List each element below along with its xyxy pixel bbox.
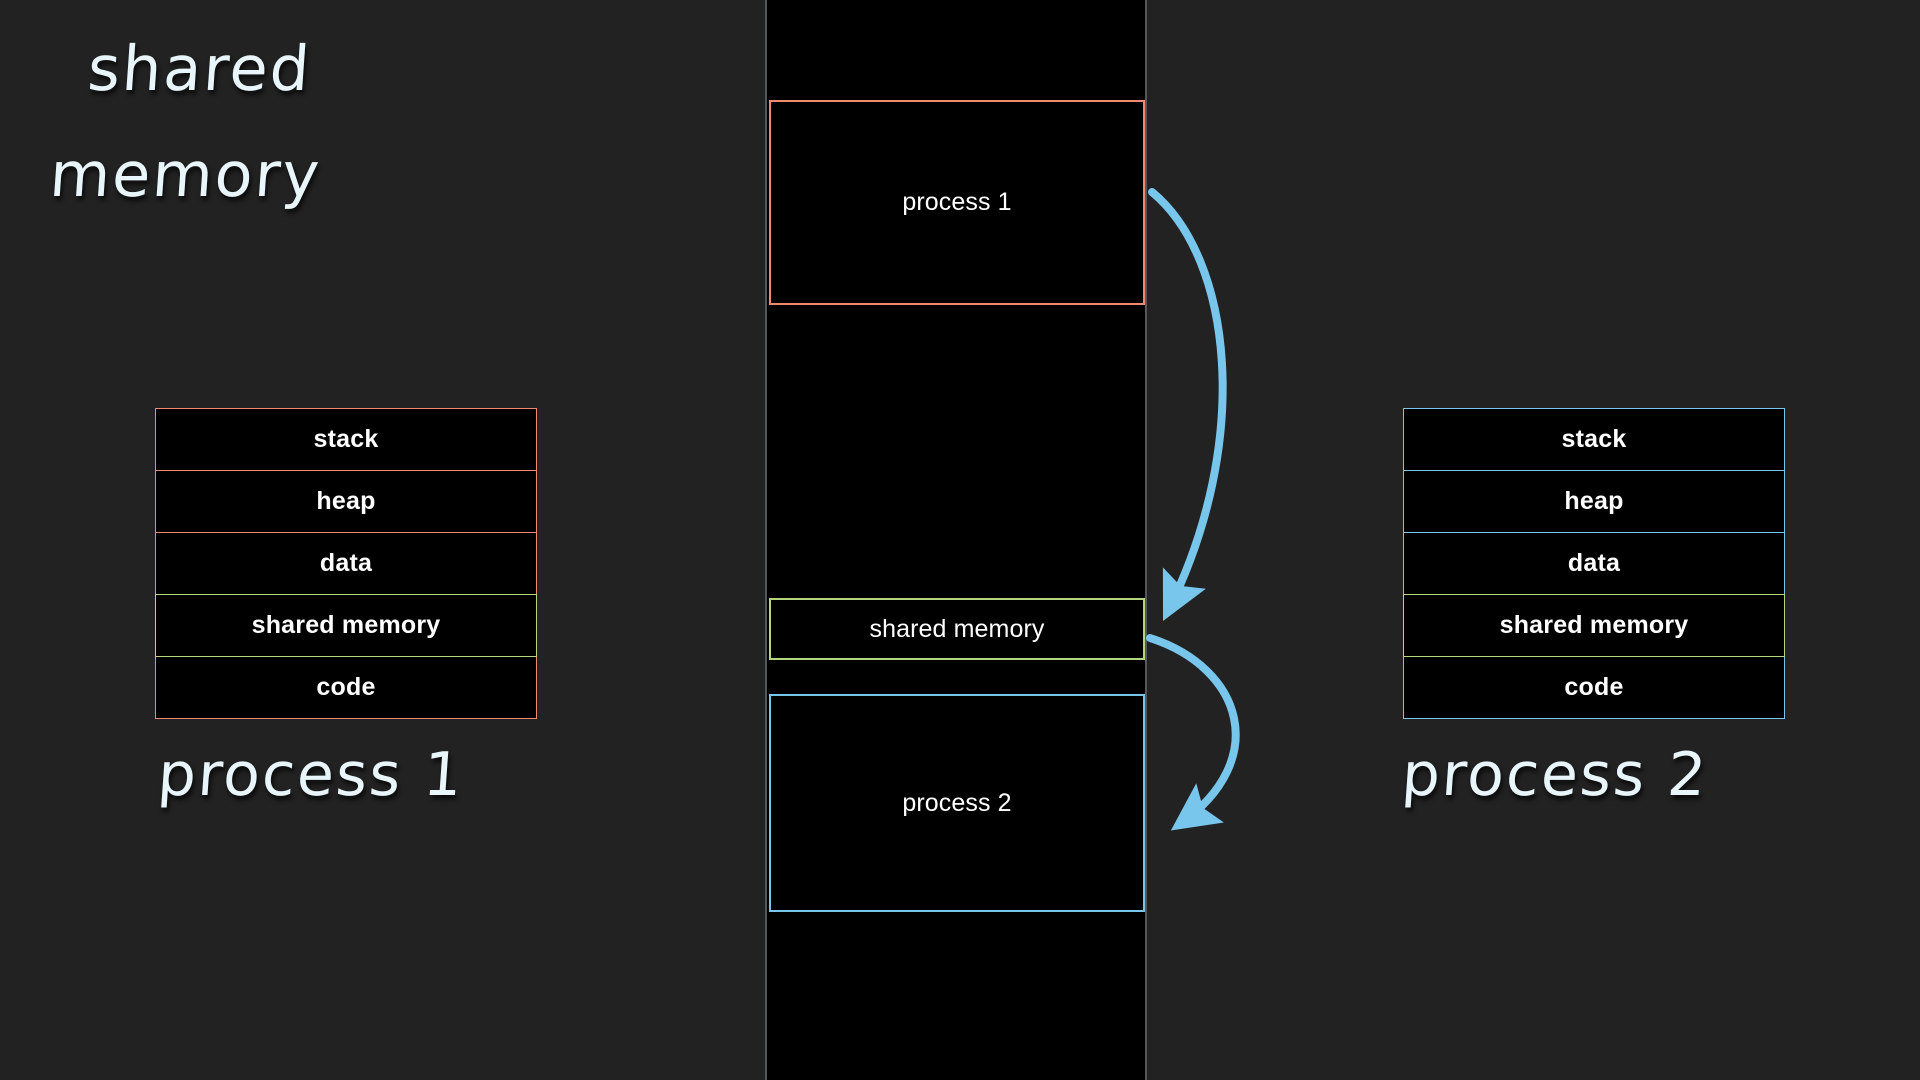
memory-block-process-1: process 1 xyxy=(769,100,1145,305)
segment-label: shared memory xyxy=(251,611,441,639)
segment-label: shared memory xyxy=(1499,611,1689,639)
diagram-title-line-2: memory xyxy=(47,138,324,211)
memory-block-label: process 1 xyxy=(902,188,1012,216)
memory-block-label: process 2 xyxy=(902,788,1012,817)
segment-label: data xyxy=(319,549,373,577)
segment-heap: heap xyxy=(155,470,537,533)
segment-label: stack xyxy=(1561,425,1627,453)
segment-shared-memory: shared memory xyxy=(1403,594,1785,657)
segment-data: data xyxy=(155,532,537,595)
diagram-title-line-1: shared xyxy=(85,32,314,105)
memory-block-process-2: process 2 xyxy=(769,694,1145,912)
segment-code: code xyxy=(155,656,537,719)
arrow-process-1-to-shared-memory xyxy=(1148,188,1227,622)
segment-heap: heap xyxy=(1403,470,1785,533)
segment-label: heap xyxy=(316,487,376,515)
segment-label: heap xyxy=(1564,487,1624,515)
segment-label: code xyxy=(316,673,376,701)
process-1-memory-layout: stack heap data shared memory code xyxy=(155,408,537,719)
process-2-caption: process 2 xyxy=(1399,740,1711,810)
segment-code: code xyxy=(1403,656,1785,719)
arrow-shared-memory-to-process-2 xyxy=(1146,634,1240,831)
segment-shared-memory: shared memory xyxy=(155,594,537,657)
physical-memory-column: process 1 shared memory process 2 xyxy=(765,0,1147,1080)
segment-data: data xyxy=(1403,532,1785,595)
segment-label: code xyxy=(1564,673,1624,701)
segment-stack: stack xyxy=(155,408,537,471)
memory-block-label: shared memory xyxy=(869,614,1045,643)
memory-block-shared-memory: shared memory xyxy=(769,598,1145,660)
process-2-memory-layout: stack heap data shared memory code xyxy=(1403,408,1785,719)
segment-label: stack xyxy=(313,425,379,453)
segment-label: data xyxy=(1567,549,1621,577)
segment-stack: stack xyxy=(1403,408,1785,471)
process-1-caption: process 1 xyxy=(155,740,467,810)
